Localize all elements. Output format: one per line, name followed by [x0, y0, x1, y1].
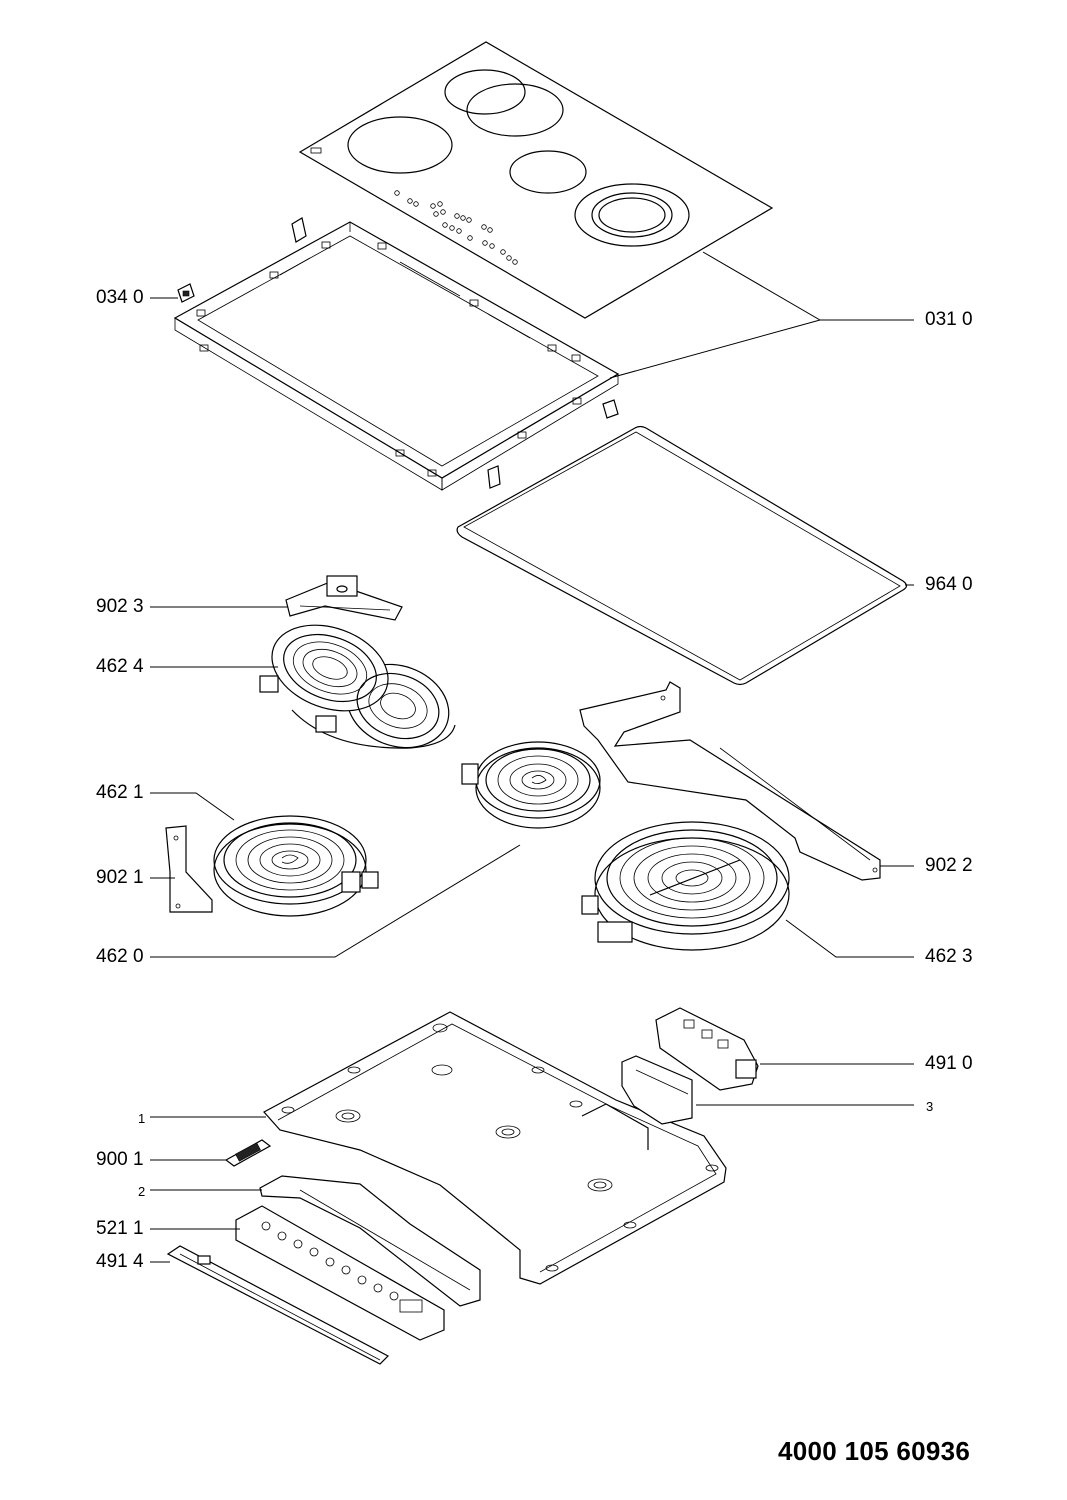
control-board-521-1 — [235, 1205, 445, 1341]
connector-block-491-0 — [655, 1007, 759, 1091]
bracket-902-2 — [579, 681, 881, 881]
heating-element-462-0 — [461, 741, 601, 829]
callout-2: 2 — [138, 1184, 146, 1199]
callout-902-3: 902 3 — [96, 596, 144, 617]
bracket-902-3 — [285, 575, 403, 621]
air-duct-2 — [259, 1175, 481, 1307]
foot-900-1 — [224, 1139, 272, 1167]
callout-521-1: 521 1 — [96, 1218, 144, 1239]
callout-3: 3 — [926, 1099, 934, 1114]
callout-900-1: 900 1 — [96, 1149, 144, 1170]
frame-clip — [177, 217, 619, 489]
bracket-902-1 — [165, 825, 213, 913]
callout-462-3: 462 3 — [925, 946, 973, 967]
leader-lines — [150, 251, 914, 1263]
bottom-housing — [263, 1011, 727, 1285]
callout-462-4: 462 4 — [96, 656, 144, 677]
callout-462-0: 462 0 — [96, 946, 144, 967]
callout-902-1: 902 1 — [96, 867, 144, 888]
board-cover-491-4 — [166, 1245, 389, 1365]
heating-element-462-3 — [581, 821, 790, 951]
callout-902-2: 902 2 — [925, 855, 973, 876]
hob-frame — [173, 221, 620, 491]
callout-034-0: 034 0 — [96, 287, 144, 308]
callout-964-0: 964 0 — [925, 574, 973, 595]
gasket-seal — [456, 425, 908, 686]
heating-element-462-1 — [213, 815, 379, 917]
glass-ceramic-top — [298, 41, 774, 319]
callout-031-0: 031 0 — [925, 309, 973, 330]
callout-462-1: 462 1 — [96, 782, 144, 803]
document-number: 4000 105 60936 — [778, 1436, 971, 1466]
support-bracket-3 — [621, 1055, 693, 1125]
callout-491-4: 491 4 — [96, 1251, 144, 1272]
dual-heating-element — [259, 624, 456, 749]
callout-491-0: 491 0 — [925, 1053, 973, 1074]
callout-1: 1 — [138, 1111, 146, 1126]
